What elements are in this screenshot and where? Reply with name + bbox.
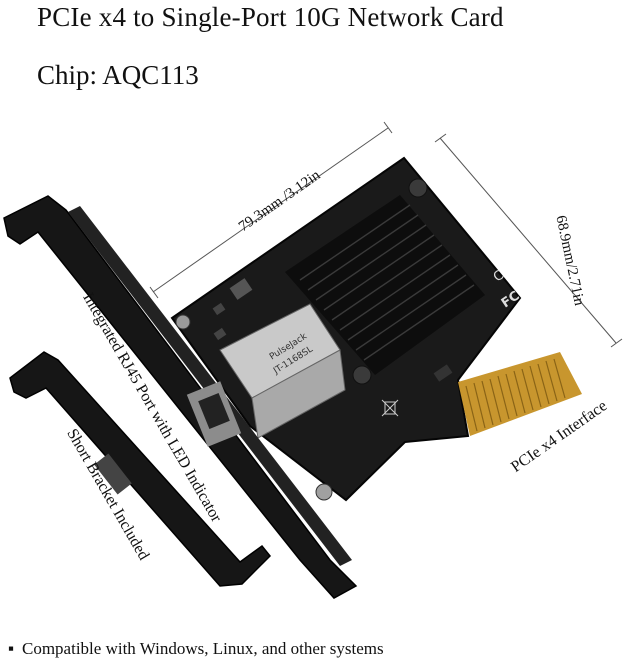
- screw-icon: [315, 483, 333, 501]
- length-dimension-line: [149, 121, 393, 299]
- pcie-gold-fingers: [458, 352, 582, 436]
- screw-icon: [352, 365, 372, 385]
- low-profile-bracket: [9, 351, 272, 587]
- product-title: PCIe x4 to Single-Port 10G Network Card: [37, 2, 504, 32]
- smd-component: [229, 278, 253, 300]
- compatibility-text: Compatible with Windows, Linux, and othe…: [22, 639, 384, 658]
- heatsink: [285, 195, 485, 375]
- bullet-icon: ▪: [8, 639, 15, 658]
- smd-component: [213, 327, 227, 341]
- screw-icon: [175, 314, 191, 330]
- compatibility-note: ▪ Compatible with Windows, Linux, and oth…: [8, 639, 384, 659]
- weee-bin-icon: [381, 399, 399, 417]
- screw-icon: [408, 178, 428, 198]
- rj45-jack: [219, 303, 346, 439]
- height-dimension-line: [434, 133, 623, 348]
- smd-component: [433, 364, 453, 382]
- full-height-bracket: [3, 195, 358, 599]
- smd-component: [212, 302, 226, 316]
- chip-label: Chip: AQC113: [37, 60, 199, 90]
